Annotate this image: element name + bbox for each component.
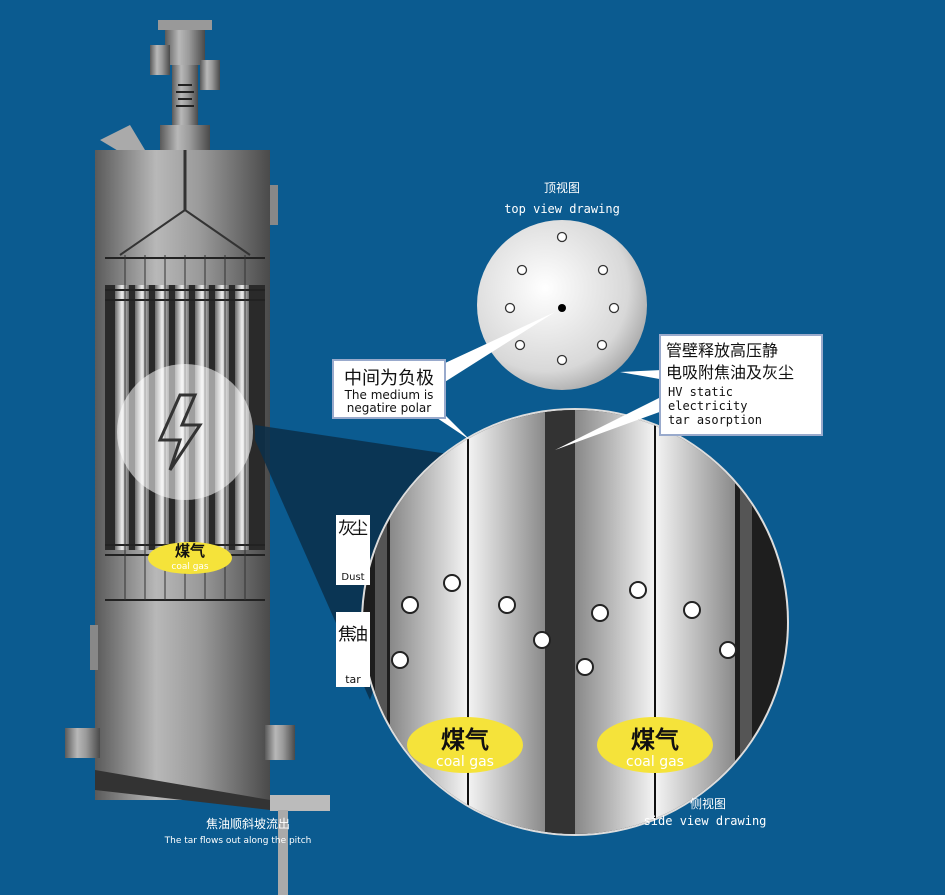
svg-text:top view drawing: top view drawing (504, 202, 620, 216)
svg-text:The medium is: The medium is (344, 388, 434, 402)
side-view-drawing: 煤气 coal gas 煤气 coal gas 侧视图 side view dr… (361, 408, 789, 836)
precipitator-column: 煤气 coal gas (65, 20, 330, 895)
lightning-icon (157, 393, 203, 471)
svg-text:The tar flows out along the pi: The tar flows out along the pitch (164, 836, 312, 846)
coal-gas-cloud: 煤气 coal gas 煤气 coal gas (407, 717, 713, 773)
svg-text:coal gas: coal gas (436, 754, 494, 770)
svg-text:Dust: Dust (341, 572, 364, 583)
svg-text:side view drawing: side view drawing (644, 814, 767, 828)
svg-text:焦油: 焦油 (338, 625, 368, 645)
coal-gas-cloud-small: 煤气 coal gas (148, 542, 232, 574)
svg-text:electricity: electricity (668, 399, 747, 413)
svg-text:侧视图: 侧视图 (690, 796, 726, 811)
svg-text:管壁释放高压静: 管壁释放高压静 (666, 341, 778, 360)
hv-zone-highlight (117, 364, 253, 500)
top-view-drawing: 顶视图 top view drawing (477, 180, 647, 390)
label-dust: 灰尘 Dust (336, 515, 370, 585)
svg-text:tar asorption: tar asorption (668, 413, 762, 427)
svg-text:HV static: HV static (668, 385, 733, 399)
label-tar: 焦油 tar (336, 612, 370, 687)
callout-hv-static: 管壁释放高压静 电吸附焦油及灰尘 HV static electricity t… (555, 334, 823, 450)
svg-text:煤气: 煤气 (175, 542, 205, 560)
svg-text:tar: tar (345, 673, 361, 686)
svg-text:电吸附焦油及灰尘: 电吸附焦油及灰尘 (666, 363, 794, 382)
svg-text:顶视图: 顶视图 (544, 180, 580, 195)
tar-outflow-caption: 焦油顺斜坡流出 The tar flows out along the pitc… (164, 817, 312, 846)
svg-text:中间为负极: 中间为负极 (344, 368, 434, 389)
svg-text:coal gas: coal gas (626, 754, 684, 770)
minus-charge-icon (391, 574, 737, 676)
svg-text:煤气: 煤气 (631, 726, 679, 754)
minus-charge-icon (504, 231, 620, 366)
svg-text:煤气: 煤气 (441, 726, 489, 754)
svg-text:焦油顺斜坡流出: 焦油顺斜坡流出 (206, 817, 290, 831)
callout-medium-negative: 中间为负极 The medium is negatire polar (332, 312, 555, 440)
svg-text:灰尘: 灰尘 (338, 519, 368, 539)
svg-text:negatire polar: negatire polar (347, 401, 432, 415)
svg-text:coal gas: coal gas (171, 562, 209, 572)
